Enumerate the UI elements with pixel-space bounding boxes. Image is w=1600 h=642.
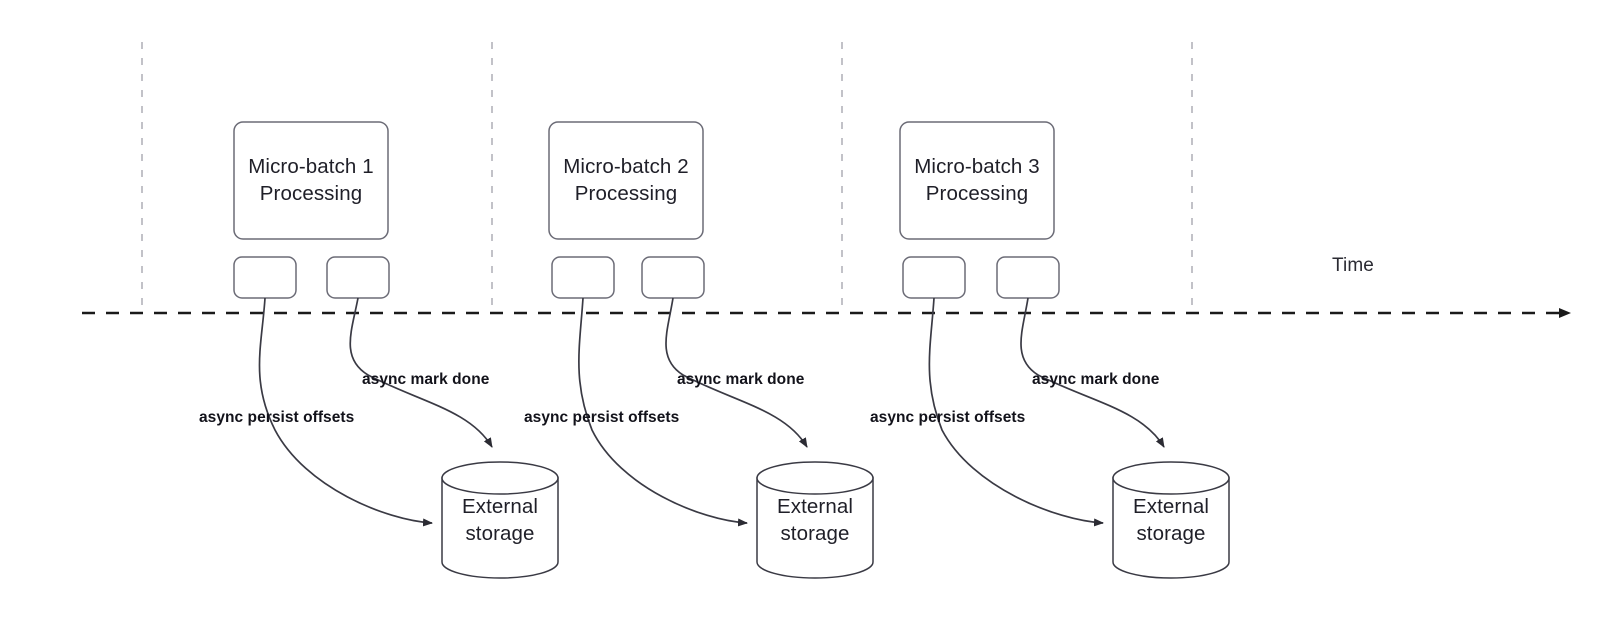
batch-1-async-persist-offsets-edge [258,297,433,527]
batch-2-async-persist-offsets-label: async persist offsets [524,409,680,426]
batch-3-group [899,121,1230,579]
batch-2-task-box-left[interactable] [551,256,615,299]
batch-3-async-persist-offsets-edge [928,297,1104,527]
batch-3-async-persist-offsets-label: async persist offsets [870,409,1026,426]
batch-1-async-persist-offsets-label: async persist offsets [199,409,355,426]
batch-2-async-persist-offsets-edge [578,297,748,527]
batch-1-task-box-right[interactable] [326,256,390,299]
batch-1-async-mark-done-edge [349,297,493,448]
batch-2-storage-cylinder[interactable] [756,461,874,579]
batch-3-async-mark-done-edge [1020,297,1165,448]
time-axis-label: Time [1332,255,1374,276]
batch-3-task-box-left[interactable] [902,256,966,299]
batch-3-storage-cylinder[interactable] [1112,461,1230,579]
batch-3-task-box-right[interactable] [996,256,1060,299]
batch-1-process-box[interactable] [233,121,389,240]
batch-3-async-mark-done-label: async mark done [1032,371,1160,388]
batch-2-async-mark-done-edge [665,297,808,448]
batch-2-task-box-right[interactable] [641,256,705,299]
batch-1-async-mark-done-label: async mark done [362,371,490,388]
batch-1-task-box-left[interactable] [233,256,297,299]
batch-1-storage-cylinder[interactable] [441,461,559,579]
batch-3-process-box[interactable] [899,121,1055,240]
batch-2-group [548,121,874,579]
batch-1-group [233,121,559,579]
timeline-guides [141,42,1193,313]
batch-2-process-box[interactable] [548,121,704,240]
batch-2-async-mark-done-label: async mark done [677,371,805,388]
